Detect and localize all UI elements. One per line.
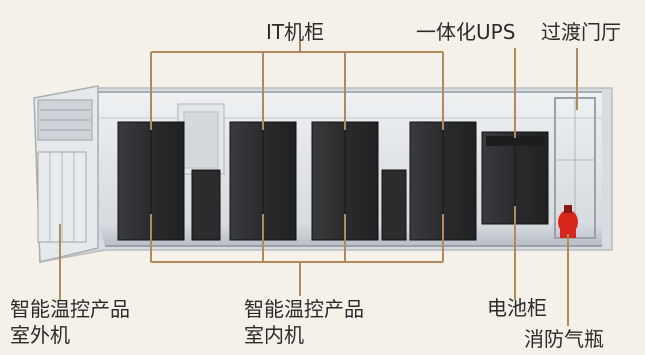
label-it-cabinet: IT机柜: [266, 20, 325, 44]
label-indoor-unit-line1: 智能温控产品: [244, 297, 364, 321]
label-outdoor-unit-line1: 智能温控产品: [10, 297, 130, 321]
label-fire-cylinder: 消防气瓶: [524, 327, 604, 351]
label-integrated-ups: 一体化UPS: [416, 20, 516, 44]
label-indoor-unit: 智能温控产品 室内机: [244, 296, 364, 348]
label-indoor-unit-line2: 室内机: [244, 323, 304, 347]
label-battery-cabinet: 电池柜: [487, 296, 547, 320]
fire-cylinder: [558, 205, 578, 238]
outdoor-unit-end: [33, 85, 99, 263]
label-outdoor-unit-line2: 室外机: [10, 323, 70, 347]
indoor-units: [191, 169, 407, 241]
leader-lines: [59, 40, 578, 326]
label-outdoor-unit: 智能温控产品 室外机: [10, 296, 130, 348]
back-door: [177, 103, 225, 175]
label-transition-vestibule: 过渡门厅: [541, 20, 621, 44]
it-cabinets: [117, 121, 477, 241]
